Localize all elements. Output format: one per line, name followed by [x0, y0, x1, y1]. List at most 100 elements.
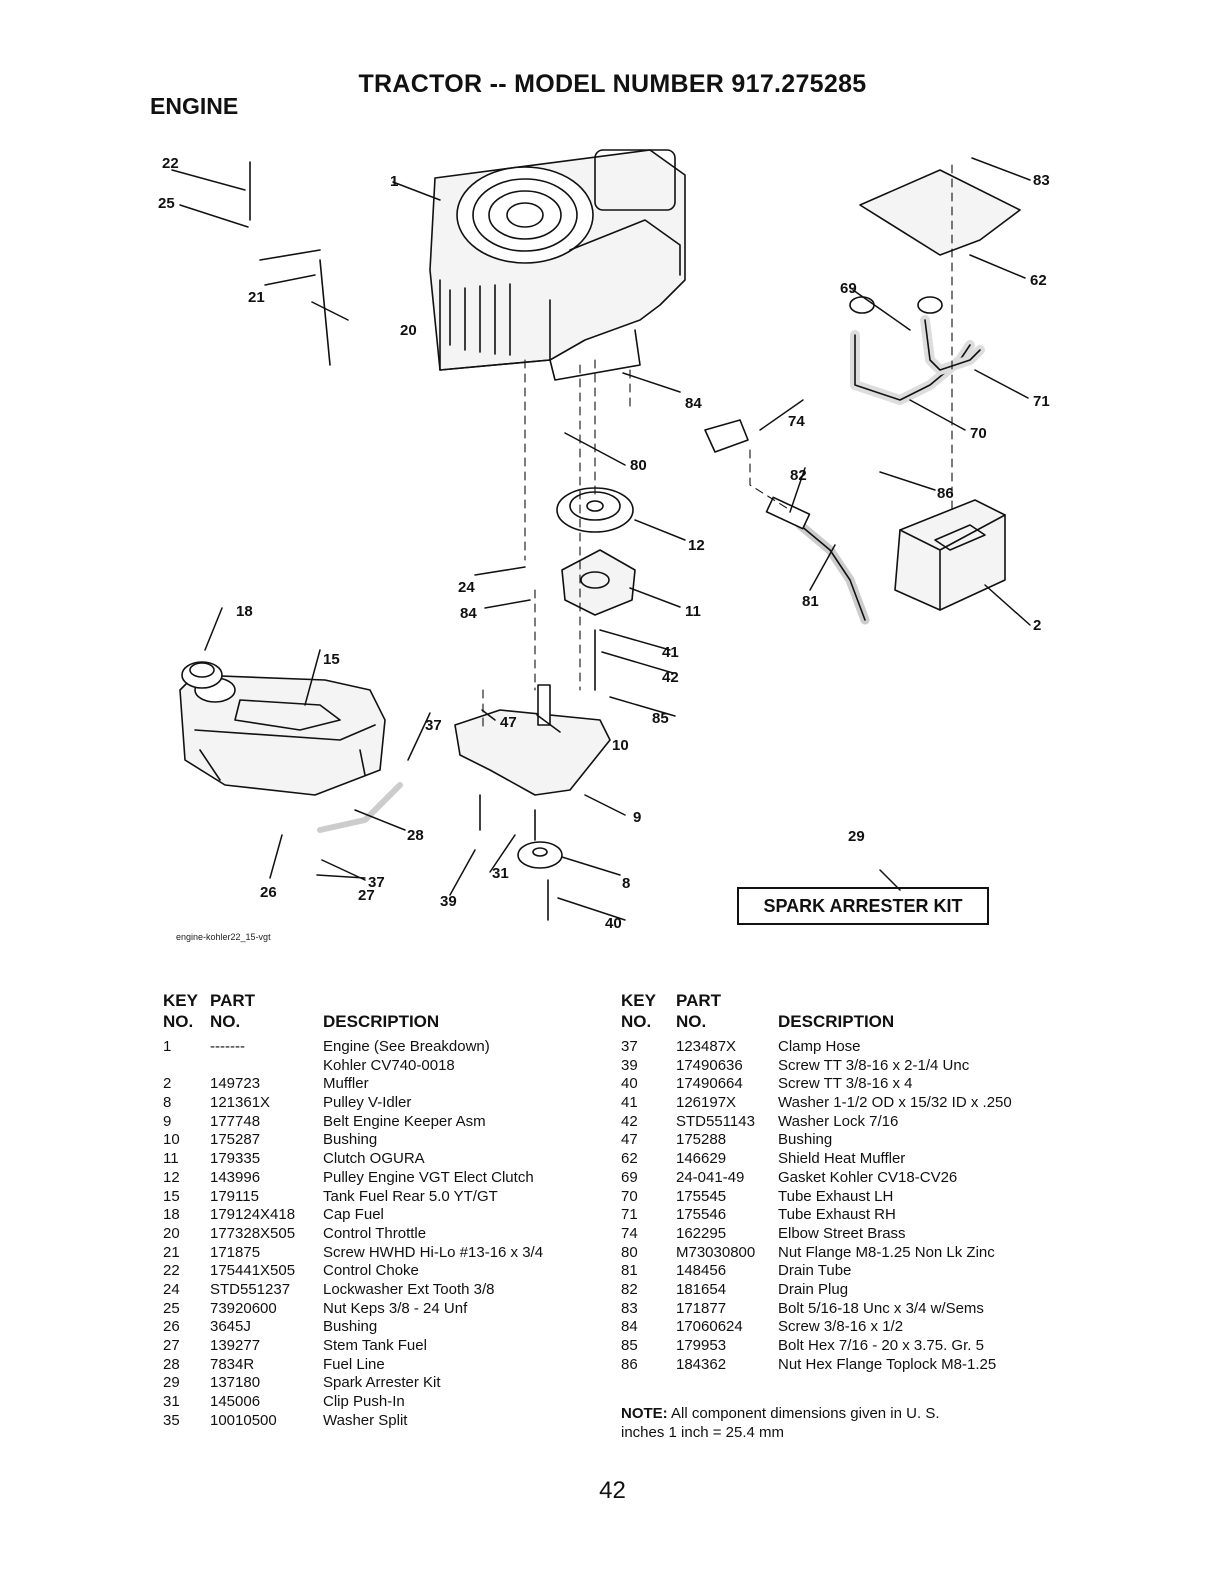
description: Tube Exhaust RH	[778, 1206, 896, 1224]
callout-label: 12	[688, 537, 705, 554]
key-no: 8	[163, 1094, 172, 1112]
key-no: 9	[163, 1112, 172, 1130]
callout-label: 37	[368, 874, 385, 891]
key-no: 62	[621, 1150, 638, 1168]
part-no: 17490636	[676, 1056, 743, 1074]
part-no: 175441X505	[210, 1262, 296, 1280]
callout-label: 47	[500, 714, 517, 731]
description: Drain Tube	[778, 1262, 852, 1280]
callout-label: 39	[440, 893, 457, 910]
callout-label: 85	[652, 710, 669, 727]
table-row: 1-------Engine (See Breakdown)	[163, 1038, 603, 1057]
description: Screw TT 3/8-16 x 4	[778, 1075, 913, 1093]
callout-label: 83	[1033, 172, 1050, 189]
key-no: 28	[163, 1355, 180, 1373]
callout-label: 21	[248, 289, 265, 306]
callout-label: 37	[425, 717, 442, 734]
idler-pulley-illustration	[517, 841, 563, 869]
header-part: PART	[676, 991, 722, 1010]
description: Screw HWHD Hi-Lo #13-16 x 3/4	[323, 1243, 544, 1261]
note-text-2: inches 1 inch = 25.4 mm	[621, 1423, 785, 1441]
part-no: STD551237	[210, 1280, 291, 1298]
callout-label: 26	[260, 884, 277, 901]
key-no: 37	[621, 1038, 638, 1055]
callout-label: 84	[685, 395, 702, 412]
part-no: 171875	[210, 1243, 261, 1261]
key-no: 39	[621, 1056, 638, 1074]
header-key: KEY	[163, 991, 198, 1010]
description: Shield Heat Muffler	[778, 1150, 906, 1168]
description: Drain Plug	[778, 1280, 849, 1298]
key-no: 25	[163, 1299, 180, 1317]
part-no: 7834R	[210, 1355, 255, 1373]
callout-label: 15	[323, 651, 340, 668]
part-no: 179115	[210, 1187, 259, 1205]
description: Tube Exhaust LH	[778, 1187, 894, 1205]
callout-label: 62	[1030, 272, 1047, 289]
key-no: 71	[621, 1206, 638, 1224]
table-row: Kohler CV740-0018	[163, 1057, 603, 1076]
table-row: 39 17490636 Screw TT 3/8-16 x 2-1/4 Unc	[621, 1057, 1061, 1076]
part-no: 179124X418	[210, 1206, 296, 1224]
header-part: PART	[210, 991, 256, 1010]
part-no: 3645J	[210, 1318, 251, 1336]
key-no: 84	[621, 1318, 638, 1336]
kit-key-number: 29	[848, 828, 865, 845]
callout-label: 24	[458, 579, 475, 596]
callout-label: 69	[840, 280, 857, 297]
description: Screw TT 3/8-16 x 2-1/4 Unc	[778, 1056, 970, 1074]
description: Bushing	[323, 1318, 378, 1336]
callout-label: 11	[685, 603, 701, 620]
description: Bushing	[778, 1131, 833, 1149]
key-no: 11	[163, 1150, 179, 1168]
description: Cap Fuel	[323, 1206, 384, 1224]
description: Control Throttle	[323, 1224, 427, 1242]
part-no: 148456	[676, 1262, 727, 1280]
key-no: 12	[163, 1168, 180, 1186]
callout-label: 10	[612, 737, 629, 754]
table-row: 81 148456 Drain Tube	[621, 1262, 1061, 1281]
dimension-note: NOTE: All component dimensions given in …	[621, 1405, 1051, 1442]
key-no: 40	[621, 1075, 638, 1093]
exhaust-tubes-illustration	[849, 296, 985, 405]
page-number: 42	[599, 1477, 626, 1504]
part-no: 121361X	[210, 1094, 271, 1112]
key-no: 81	[621, 1262, 638, 1280]
key-no: 41	[621, 1094, 638, 1112]
key-no: 2	[163, 1075, 172, 1093]
key-no: 35	[163, 1411, 180, 1429]
engine-keeper-plate-illustration	[454, 709, 611, 796]
key-no: 10	[163, 1131, 180, 1149]
part-no: 17490664	[676, 1075, 743, 1093]
callout-label: 18	[236, 603, 253, 620]
part-no: 175288	[676, 1131, 727, 1149]
callout-label: 41	[662, 644, 679, 661]
description: Spark Arrester Kit	[323, 1374, 441, 1392]
description: Engine (See Breakdown)	[323, 1038, 490, 1055]
part-no: 17060624	[676, 1318, 743, 1336]
description: Nut Keps 3/8 - 24 Unf	[323, 1299, 468, 1317]
key-no: 26	[163, 1318, 180, 1336]
part-no: 177328X505	[210, 1224, 296, 1242]
description: Screw 3/8-16 x 1/2	[778, 1318, 904, 1336]
